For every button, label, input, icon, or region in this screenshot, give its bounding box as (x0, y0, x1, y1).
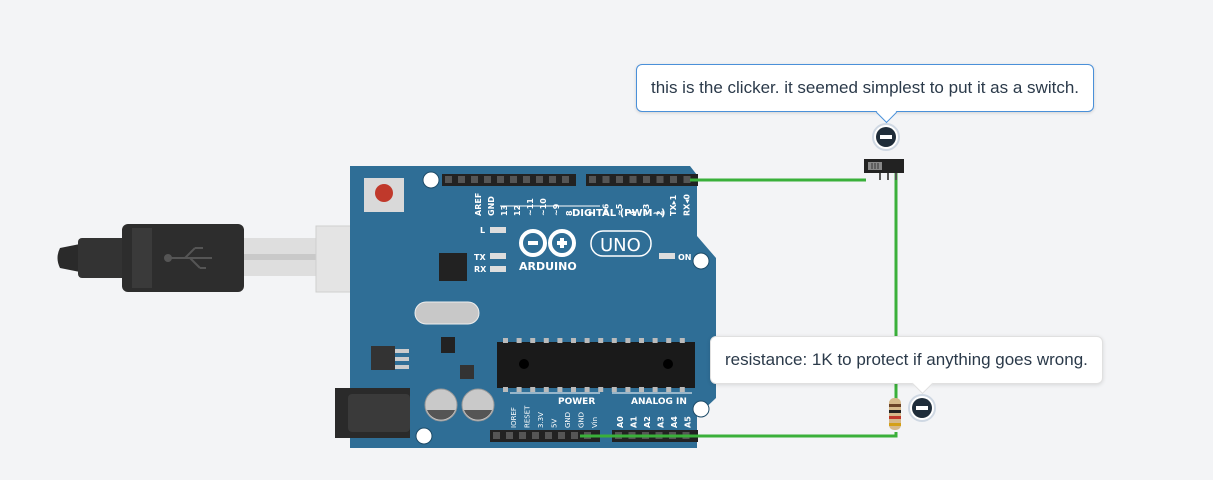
voltage-regulator (371, 346, 395, 370)
pin-slot[interactable] (519, 432, 526, 439)
pin-label: 12 (513, 205, 522, 216)
pin-slot[interactable] (558, 432, 565, 439)
crystal-oscillator (414, 301, 480, 325)
analog-label: ANALOG IN (631, 397, 687, 407)
pin-label: ~10 (539, 198, 548, 216)
small-chip (441, 337, 455, 353)
wire-resistor-to-gnd (580, 432, 898, 438)
resistor[interactable] (889, 398, 901, 430)
arduino-logo-icon (519, 229, 576, 257)
led-l-label: L (480, 226, 485, 235)
led-on (659, 253, 675, 259)
pin-slot[interactable] (683, 176, 691, 183)
microcontroller-chip (497, 338, 695, 392)
pin-label: ~9 (552, 203, 561, 216)
pin-slot[interactable] (670, 176, 677, 183)
reset-button[interactable] (364, 178, 404, 212)
pin-label: RX◂0 (683, 194, 692, 216)
pin-label: GND (564, 412, 572, 428)
pin-label: ~3 (642, 204, 651, 216)
pin-slot[interactable] (536, 176, 543, 183)
pin-slot[interactable] (493, 432, 500, 439)
pin-slot[interactable] (545, 432, 552, 439)
led-l (490, 227, 506, 233)
pin-slot[interactable] (532, 432, 539, 439)
pin-label: A0 (616, 416, 625, 428)
pin-slot[interactable] (497, 176, 504, 183)
digital-header-label: DIGITAL (PWM~) (572, 208, 665, 219)
pin-label: 7 (588, 210, 597, 216)
pin-label: 13 (500, 205, 509, 216)
led-rx (490, 266, 506, 272)
uno-badge (590, 230, 652, 257)
collapse-note-icon[interactable] (908, 394, 936, 422)
mount-hole (415, 427, 433, 445)
pin-slot[interactable] (571, 432, 578, 439)
pin-slot[interactable] (589, 176, 596, 183)
pin-label: 2 (656, 210, 665, 216)
pin-label: IOREF (510, 407, 518, 428)
pin-label: GND (578, 412, 586, 428)
pin-label: RESET (524, 405, 532, 428)
led-on-label: ON (678, 253, 692, 262)
pin-slot[interactable] (484, 176, 491, 183)
resistor-note[interactable]: resistance: 1K to protect if anything go… (710, 336, 1103, 384)
board-model: UNO (600, 235, 641, 256)
collapse-note-icon[interactable] (872, 123, 900, 151)
mount-hole (692, 400, 710, 418)
pin-label: A5 (684, 416, 693, 428)
usb-chip (439, 253, 467, 281)
pin-slot[interactable] (616, 176, 623, 183)
pin-slot[interactable] (602, 176, 610, 183)
switch-note[interactable]: this is the clicker. it seemed simplest … (636, 64, 1094, 112)
resistor-note-text: resistance: 1K to protect if anything go… (725, 350, 1088, 369)
power-label: POWER (558, 397, 595, 407)
pin-label: A1 (630, 416, 639, 428)
pin-label: ~5 (615, 203, 624, 216)
pin-label: ~6 (602, 203, 611, 216)
mount-hole (692, 252, 710, 270)
led-tx (490, 253, 506, 259)
pin-slot[interactable] (549, 176, 556, 183)
pin-slot[interactable] (656, 176, 664, 183)
arduino-board[interactable]: AREF GND 13 12 ~11 ~10 ~9 8 7 ~6 ~5 4 ~3 2 TX▸1 RX◂0 D… (335, 166, 716, 448)
pin-slot[interactable] (643, 176, 650, 183)
pin-label: 3.3V (537, 412, 545, 428)
pin-slot[interactable] (523, 176, 530, 183)
pin-label: A4 (670, 416, 679, 428)
pin-slot[interactable] (471, 176, 478, 183)
switch-note-text: this is the clicker. it seemed simplest … (651, 78, 1079, 97)
board-brand: ARDUINO (519, 260, 577, 273)
pin-label: 8 (565, 210, 574, 216)
pin-slot[interactable] (562, 176, 569, 183)
pin-label: AREF (474, 193, 483, 216)
pin-label: A3 (657, 416, 666, 428)
pin-slot[interactable] (445, 176, 452, 183)
led-rx-label: RX (474, 265, 487, 274)
pin-label: ~11 (526, 198, 535, 216)
led-tx-label: TX (474, 253, 486, 262)
pin-slot[interactable] (629, 176, 637, 183)
pin-label: TX▸1 (669, 194, 678, 216)
pin-slot[interactable] (458, 176, 465, 183)
pin-label: 4 (629, 210, 638, 216)
pin-slot[interactable] (506, 432, 513, 439)
pin-label: GND (487, 196, 496, 216)
pin-label: Vin (591, 417, 599, 428)
capacitor (424, 388, 458, 422)
capacitor (461, 388, 495, 422)
mount-hole (422, 171, 440, 189)
slide-switch[interactable] (864, 159, 904, 180)
usb-symbol-icon (164, 247, 212, 269)
pin-label: A2 (643, 416, 652, 428)
pin-slot[interactable] (510, 176, 517, 183)
pin-label: 5V (551, 419, 559, 428)
